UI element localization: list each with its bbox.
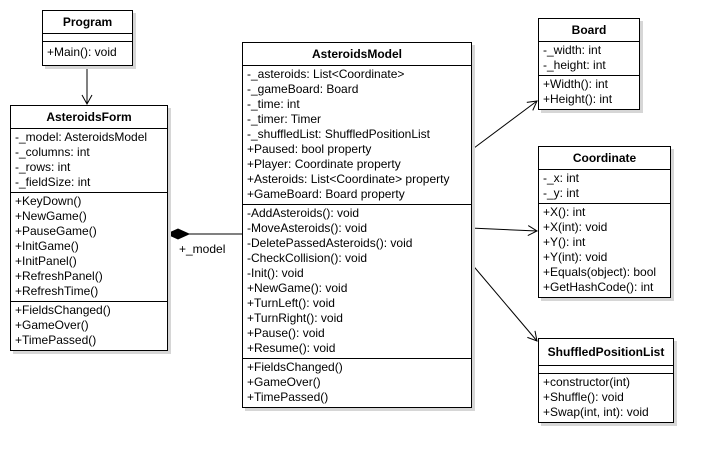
attributes-section: -_width: int -_height: int [539,42,639,76]
class-asteroids-model: AsteroidsModel -_asteroids: List<Coordin… [242,42,472,408]
attribute: -_columns: int [15,145,90,159]
method: +NewGame(): void [247,281,348,295]
method: +Resume(): void [247,341,336,355]
attribute: -_gameBoard: Board [247,82,359,96]
methods-section: +Width(): int +Height(): int [539,76,639,109]
attribute: -_timer: Timer [247,112,322,126]
method: +GetHashCode(): int [543,280,654,294]
attribute: -_shuffledList: ShuffledPositionList [247,127,431,141]
attribute: -_asteroids: List<Coordinate> [247,67,405,81]
methods-section: +Main(): void [43,42,132,65]
method: +Height(): int [543,92,613,106]
class-board: Board -_width: int -_height: int +Width(… [538,18,640,110]
event: +GameOver() [247,375,321,389]
methods-section: +KeyDown() +NewGame() +PauseGame() +Init… [11,193,167,302]
attribute: +Asteroids: List<Coordinate> property [247,172,450,186]
method: +constructor(int) [543,375,631,389]
class-shuffled-position-list: ShuffledPositionList +constructor(int) +… [538,338,674,423]
attribute: +GameBoard: Board property [247,187,405,201]
method: +RefreshTime() [15,284,99,298]
method: +NewGame() [15,209,87,223]
method: +TurnLeft(): void [247,296,335,310]
method: -MoveAsteroids(): void [247,221,368,235]
method: +Width(): int [543,77,609,91]
method: +TurnRight(): void [247,311,343,325]
method: +Pause(): void [247,326,325,340]
event: +FieldsChanged() [247,360,343,374]
event: +TimePassed() [247,390,329,404]
method: +X(int): void [543,220,608,234]
class-name: AsteroidsModel [243,43,471,66]
attributes-section: -_x: int -_y: int [539,170,670,204]
attribute: -_model: AsteroidsModel [15,130,148,144]
event: +TimePassed() [15,333,97,347]
event: +GameOver() [15,318,89,332]
method: -Init(): void [247,266,304,280]
event: +FieldsChanged() [15,303,111,317]
class-name: ShuffledPositionList [539,339,673,366]
class-coordinate: Coordinate -_x: int -_y: int +X(): int +… [538,146,671,298]
composition-diamond [165,228,191,240]
method: +InitGame() [15,239,79,253]
attributes-section: -_asteroids: List<Coordinate> -_gameBoar… [243,66,471,205]
method: +X(): int [543,205,586,219]
attribute: -_height: int [543,58,606,72]
events-section: +FieldsChanged() +GameOver() +TimePassed… [11,302,167,350]
attribute: -_y: int [543,186,580,200]
method: +Y(int): void [543,250,608,264]
method: +Swap(int, int): void [543,405,649,419]
method: -CheckCollision(): void [247,251,368,265]
methods-section: -AddAsteroids(): void -MoveAsteroids(): … [243,205,471,359]
attribute: +Player: Coordinate property [247,157,401,171]
class-program: Program +Main(): void [42,10,133,66]
class-asteroids-form: AsteroidsForm -_model: AsteroidsModel -_… [10,105,168,351]
method: +PauseGame() [15,224,97,238]
method: +RefreshPanel() [15,269,103,283]
class-name: Board [539,19,639,42]
methods-section: +constructor(int) +Shuffle(): void +Swap… [539,374,673,422]
attribute: -_width: int [543,43,602,57]
model-to-shuffledlist-arrow [469,261,538,342]
method: +Equals(object): bool [543,265,657,279]
method: +InitPanel() [15,254,77,268]
model-to-coordinate-arrow [469,225,539,237]
attribute: +Paused: bool property [247,142,372,156]
attributes-section [43,34,132,42]
method: +Main(): void [47,45,117,59]
composition-label: +_model [179,242,226,256]
events-section: +FieldsChanged() +GameOver() +TimePassed… [243,359,471,407]
class-name: Coordinate [539,147,670,170]
attribute: -_x: int [543,171,580,185]
class-name: Program [43,11,132,34]
method: -DeletePassedAsteroids(): void [247,236,413,250]
attributes-section [539,366,673,374]
class-name: AsteroidsForm [11,106,167,129]
attribute: -_time: int [247,97,300,111]
model-to-board-arrow [469,100,538,152]
method: +KeyDown() [15,194,82,208]
method: -AddAsteroids(): void [247,206,360,220]
methods-section: +X(): int +X(int): void +Y(): int +Y(int… [539,204,670,297]
attribute: -_rows: int [15,160,71,174]
method: +Y(): int [543,235,586,249]
attributes-section: -_model: AsteroidsModel -_columns: int -… [11,129,167,193]
attribute: -_fieldSize: int [15,175,91,189]
method: +Shuffle(): void [543,390,624,404]
